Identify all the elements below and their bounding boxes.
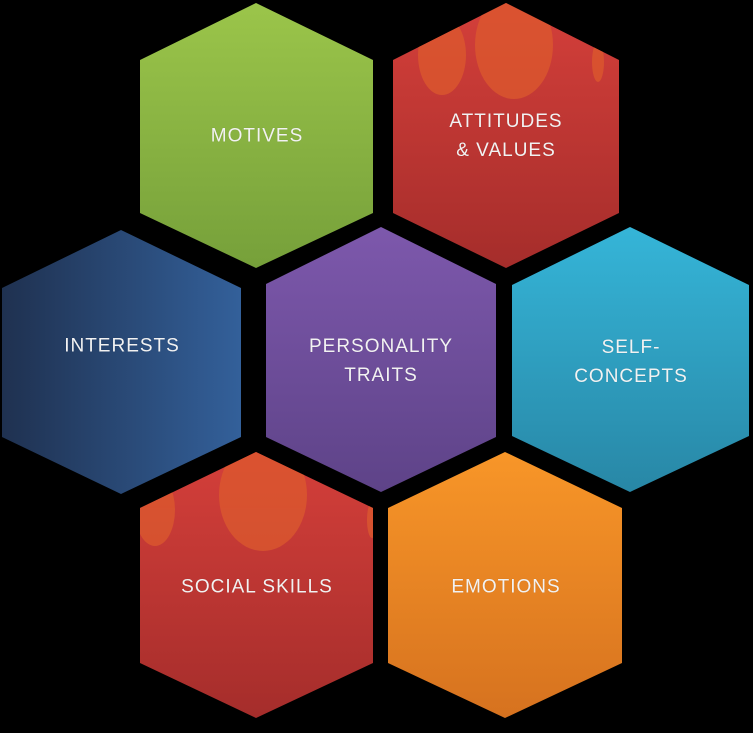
label-personality-traits: PERSONALITY TRAITS [308,336,454,386]
hexagon-emotions [388,452,622,718]
hexagon-personality-traits [266,227,496,492]
label-attitudes-values: ATTITUDES & VALUES [449,111,563,161]
label-social-skills: SOCIAL SKILLS [181,576,333,598]
label-self-concepts: SELF- CONCEPTS [574,337,688,387]
label-motives: MOTIVES [210,125,304,147]
label-interests: INTERESTS [64,335,180,357]
label-emotions: EMOTIONS [451,576,561,598]
hexagon-motives [140,3,373,268]
hexagon-interests [2,230,241,494]
hexagon-self-concepts [512,227,749,492]
